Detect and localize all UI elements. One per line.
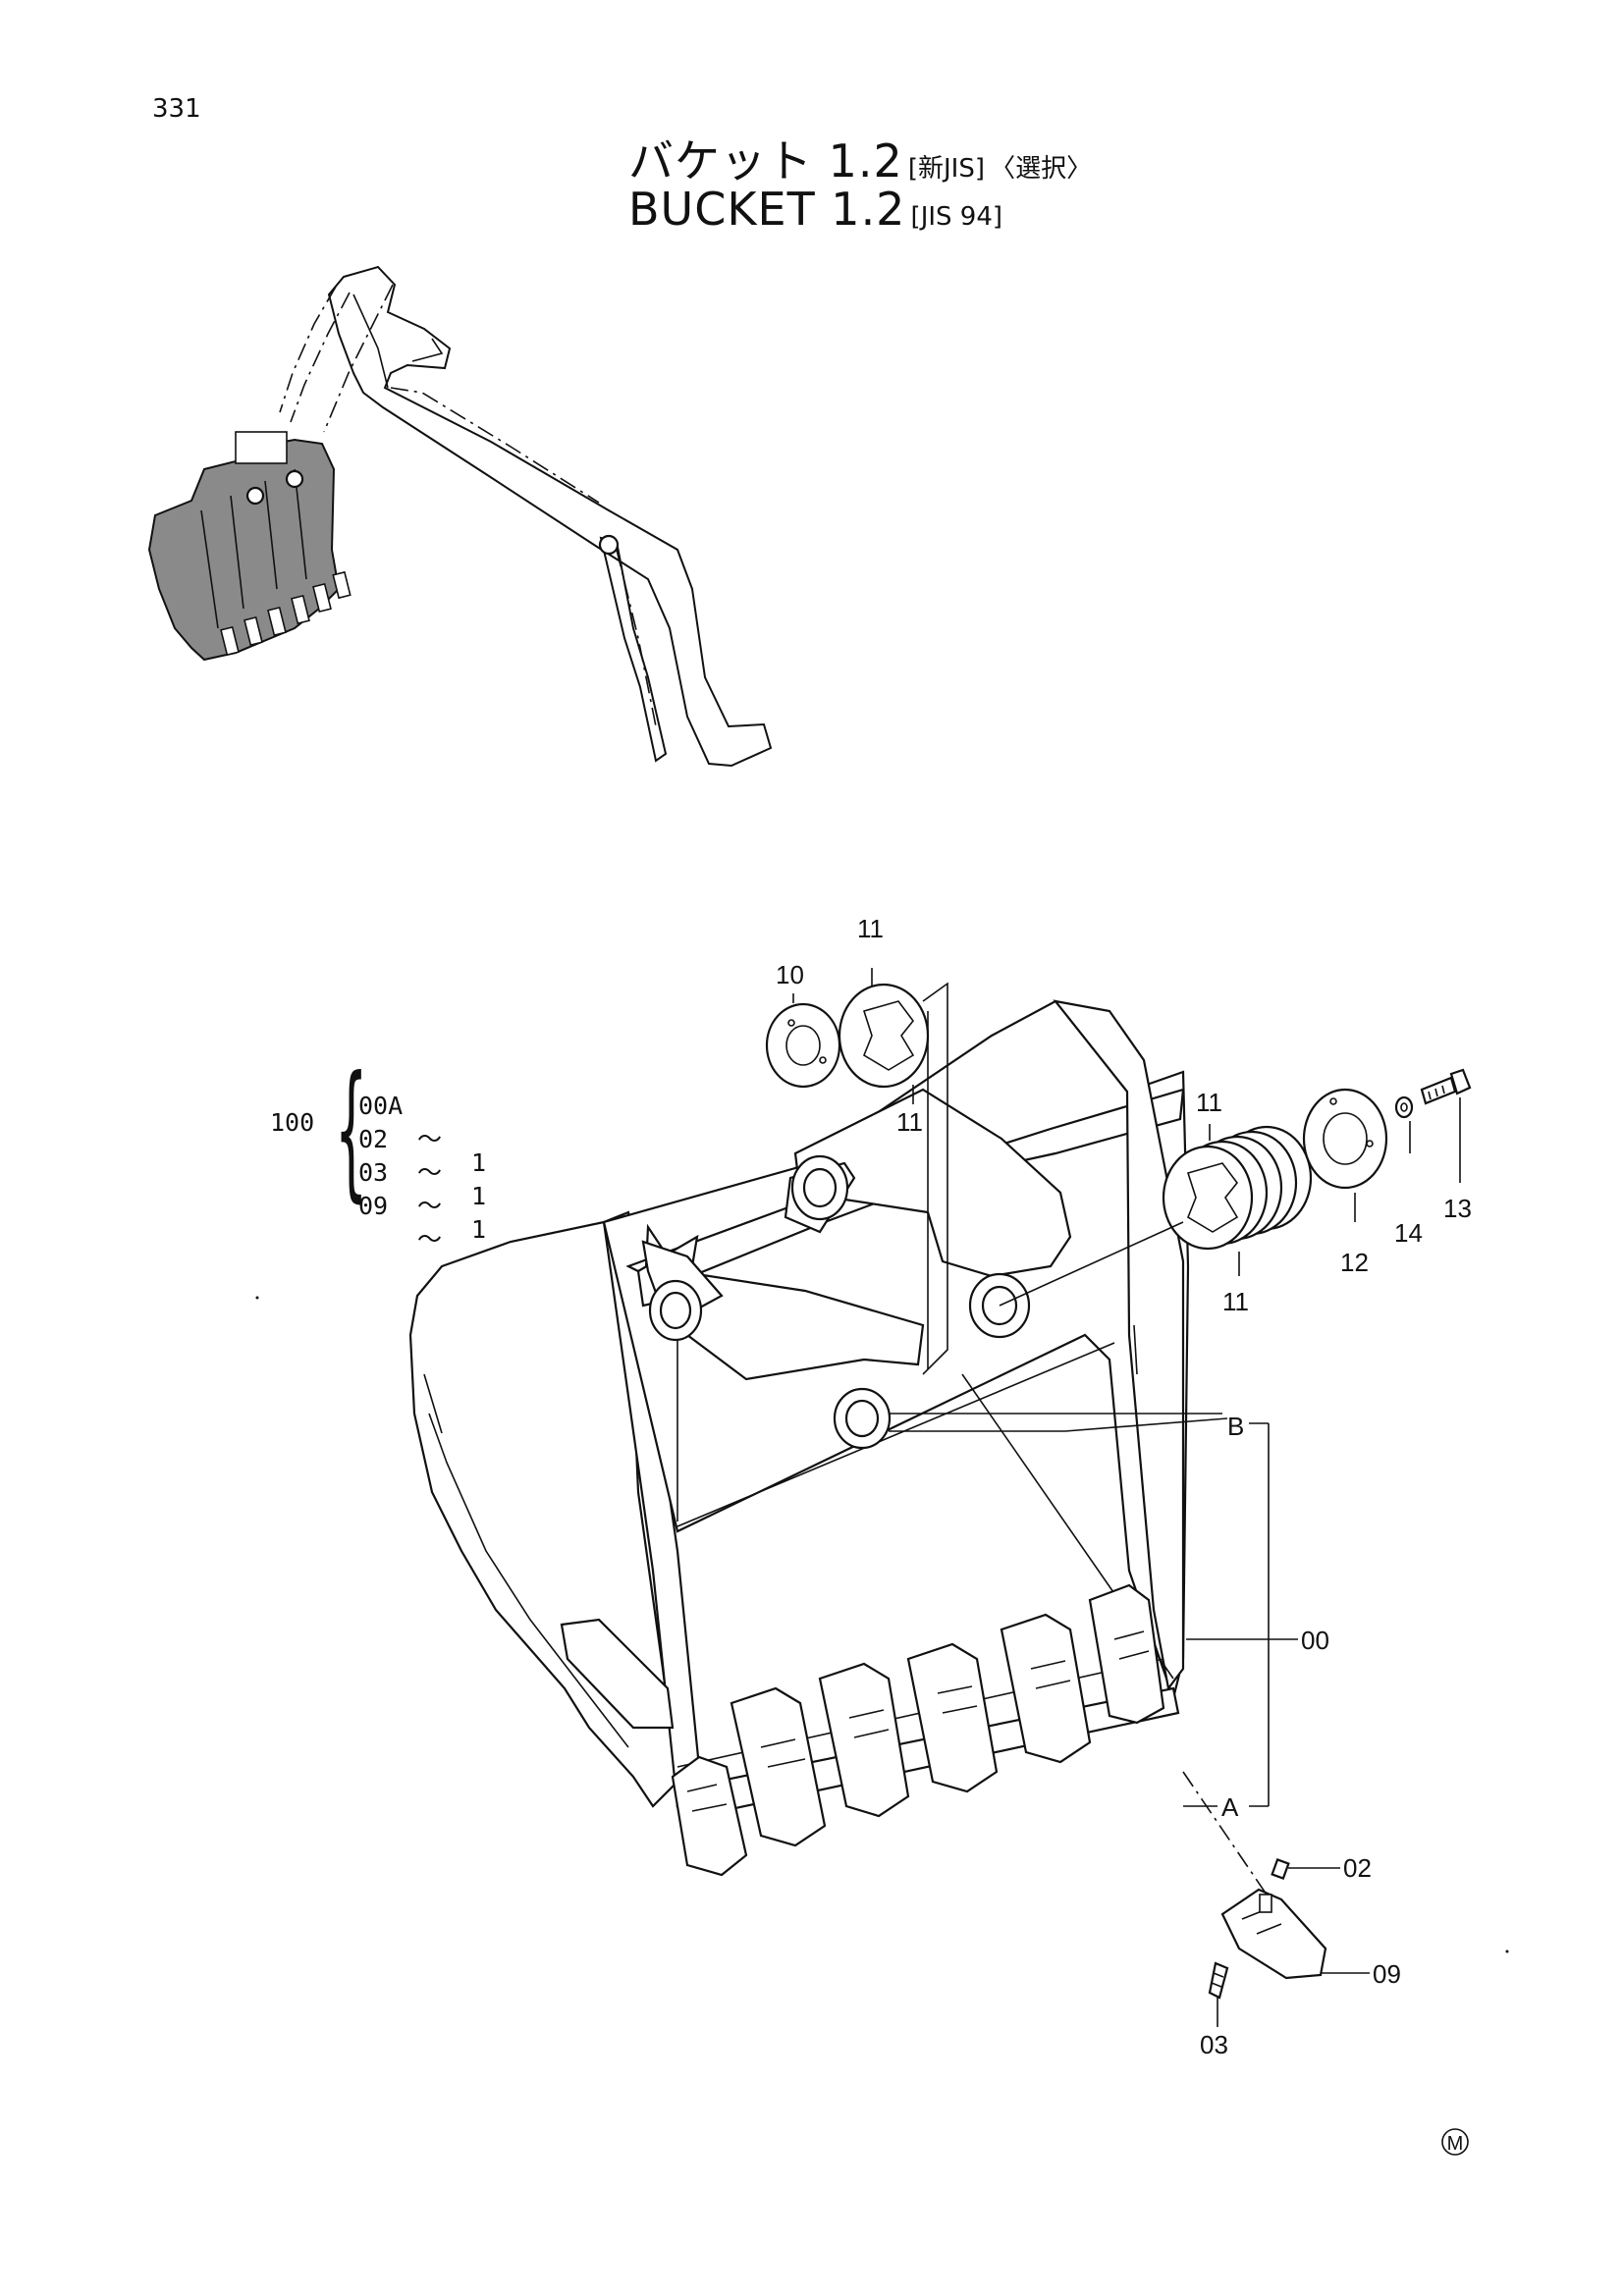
bucket-ribs xyxy=(200,468,307,629)
callout-12: 12 xyxy=(1340,1248,1369,1277)
leader-lines xyxy=(792,968,1461,2027)
title-english: BUCKET 1.2 [JIS 94] xyxy=(628,183,1002,236)
title-japanese: バケット 1.2 [新JIS] 〈選択〉 xyxy=(628,126,1092,190)
tooth xyxy=(906,1642,999,1793)
callout-11-mid: 11 xyxy=(896,1107,923,1137)
back-wall-line xyxy=(676,1342,1115,1527)
boom-tip xyxy=(411,338,444,362)
shim-stack-11 xyxy=(1162,1125,1313,1251)
plate-12-hole xyxy=(1323,1112,1368,1165)
boss-hole xyxy=(802,1167,838,1208)
boom-dash xyxy=(390,387,600,504)
pin-03 xyxy=(1208,1961,1229,2000)
kit-item: 03 ～ 1 xyxy=(358,1158,487,1244)
leader-boss xyxy=(999,1221,1184,1307)
pin-02 xyxy=(1271,1858,1290,1880)
pin xyxy=(598,534,620,556)
side-plate-detail xyxy=(1133,1324,1138,1375)
page-number: 331 xyxy=(152,94,201,124)
title-jp-standard: [新JIS] xyxy=(907,154,986,184)
callout-11-right: 11 xyxy=(1196,1088,1222,1117)
kit-number: 100 xyxy=(270,1108,315,1137)
boss-hole xyxy=(844,1399,880,1438)
callout-11-top: 11 xyxy=(857,914,884,943)
callout-09: 09 xyxy=(1373,1959,1401,1989)
kit-item: 02 ～ 1 xyxy=(358,1125,487,1210)
title-jp-option: 〈選択〉 xyxy=(990,154,1093,184)
bucket-teeth xyxy=(671,1583,1165,1877)
title-jp-main: バケット 1.2 xyxy=(628,134,903,187)
callout-13: 13 xyxy=(1443,1194,1472,1223)
main-bucket xyxy=(408,999,1327,2000)
cylinder-dash xyxy=(616,549,657,727)
callout-02: 02 xyxy=(1343,1853,1372,1883)
tooth xyxy=(818,1662,910,1818)
excavator-arm-illustration xyxy=(147,265,773,768)
tooth-09 xyxy=(1220,1888,1327,1980)
bolt-13 xyxy=(1420,1068,1472,1105)
callout-11-right-low: 11 xyxy=(1222,1287,1249,1316)
shim-parts xyxy=(765,983,1472,1251)
bucket-bracket xyxy=(235,431,288,464)
bucket-pin xyxy=(245,486,265,506)
title-en-main: BUCKET 1.2 xyxy=(628,183,906,236)
bracket-line-11 xyxy=(922,982,948,1375)
boss-hole xyxy=(659,1291,692,1330)
side-plate-edge xyxy=(423,1373,443,1434)
arm-link xyxy=(323,284,394,433)
bucket-side-plate-right xyxy=(1053,999,1185,1691)
plate-10-hole xyxy=(785,1025,821,1066)
boom-cylinder xyxy=(599,536,668,763)
speck xyxy=(1505,1949,1509,1953)
callout-00: 00 xyxy=(1301,1626,1329,1655)
shim-11-cutout xyxy=(862,1000,915,1071)
callouts: 10 11 11 11 11 12 13 14 B 00 A 02 09 03 xyxy=(776,914,1472,2059)
callout-ref-a: A xyxy=(1221,1792,1239,1822)
kit-brace: { xyxy=(335,1045,368,1216)
arm-cylinder xyxy=(290,292,351,423)
callout-10: 10 xyxy=(776,960,804,989)
lock-pin xyxy=(1259,1894,1272,1913)
tooth xyxy=(671,1755,748,1877)
side-cutter xyxy=(560,1618,675,1730)
title-en-standard: [JIS 94] xyxy=(910,202,1003,232)
callout-14: 14 xyxy=(1394,1218,1423,1248)
mark-letter: M xyxy=(1447,2133,1464,2155)
kit-item: 00A ～ 1 xyxy=(358,1092,487,1177)
leader-b-2 xyxy=(889,1417,1228,1432)
small-bucket xyxy=(147,438,341,662)
tooth xyxy=(730,1686,827,1847)
tooth xyxy=(1000,1613,1092,1764)
circled-m-mark: M xyxy=(1441,2128,1469,2156)
callout-03: 03 xyxy=(1200,2030,1228,2059)
side-plate-inner-line xyxy=(428,1413,629,1748)
speck xyxy=(255,1296,259,1300)
arm-cylinder xyxy=(279,286,337,413)
boom-edge xyxy=(352,294,389,389)
assembly-guide xyxy=(1182,1771,1268,1896)
boom-outline xyxy=(327,265,773,768)
tooth xyxy=(1088,1583,1165,1725)
callout-ref-b: B xyxy=(1227,1412,1244,1441)
small-teeth xyxy=(220,570,352,657)
bucket-pin xyxy=(285,469,304,489)
